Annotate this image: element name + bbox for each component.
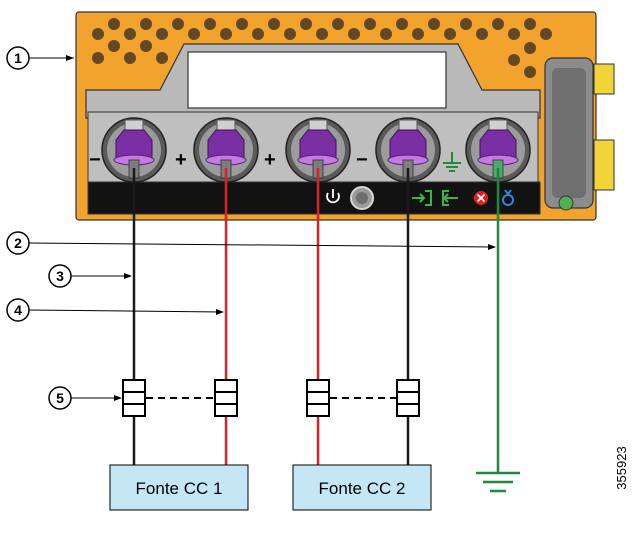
- dc-source-1-label: Fonte CC 1: [136, 479, 223, 498]
- callouts: 1 2 3 4 5: [6, 46, 496, 410]
- svg-text:1: 1: [14, 50, 22, 66]
- handle-opening: [187, 51, 447, 109]
- dc-source-1: Fonte CC 1: [109, 464, 249, 511]
- callout-5: 5: [48, 386, 122, 410]
- polarity-neg-2: −: [356, 149, 368, 171]
- status-button-icon[interactable]: [350, 186, 374, 210]
- svg-text:4: 4: [14, 302, 22, 318]
- terminal-negative-2[interactable]: [375, 117, 441, 183]
- terminal-ground[interactable]: [465, 117, 531, 183]
- output-ok-icon: [442, 190, 458, 206]
- svg-text:5: 5: [56, 390, 64, 406]
- vent-grille: [92, 18, 552, 78]
- power-module: [75, 11, 615, 221]
- polarity-neg-1: −: [89, 149, 101, 171]
- svg-text:3: 3: [56, 268, 64, 284]
- fuses: [122, 379, 420, 417]
- polarity-pos-1: +: [175, 149, 187, 171]
- callout-2: 2: [6, 231, 496, 255]
- fuse-2: [214, 379, 238, 417]
- svg-text:2: 2: [14, 235, 22, 251]
- dc-source-2-label: Fonte CC 2: [319, 479, 406, 498]
- latch[interactable]: [544, 57, 615, 211]
- callout-1: 1: [6, 46, 74, 70]
- fuse-4: [396, 379, 420, 417]
- polarity-pos-2: +: [264, 149, 276, 171]
- input-ok-icon: [412, 190, 432, 206]
- earth-ground-icon: [476, 471, 520, 493]
- figure-id: 355923: [614, 446, 629, 489]
- dc-source-2: Fonte CC 2: [292, 464, 432, 511]
- callout-3: 3: [48, 264, 132, 288]
- fuse-3: [306, 379, 330, 417]
- ground-icon: [443, 152, 461, 172]
- power-icon: [326, 189, 340, 204]
- fault-icon: [474, 191, 488, 205]
- status-strip: [87, 181, 541, 215]
- locator-icon: [502, 189, 514, 206]
- fuse-1: [122, 379, 146, 417]
- callout-4: 4: [6, 298, 224, 322]
